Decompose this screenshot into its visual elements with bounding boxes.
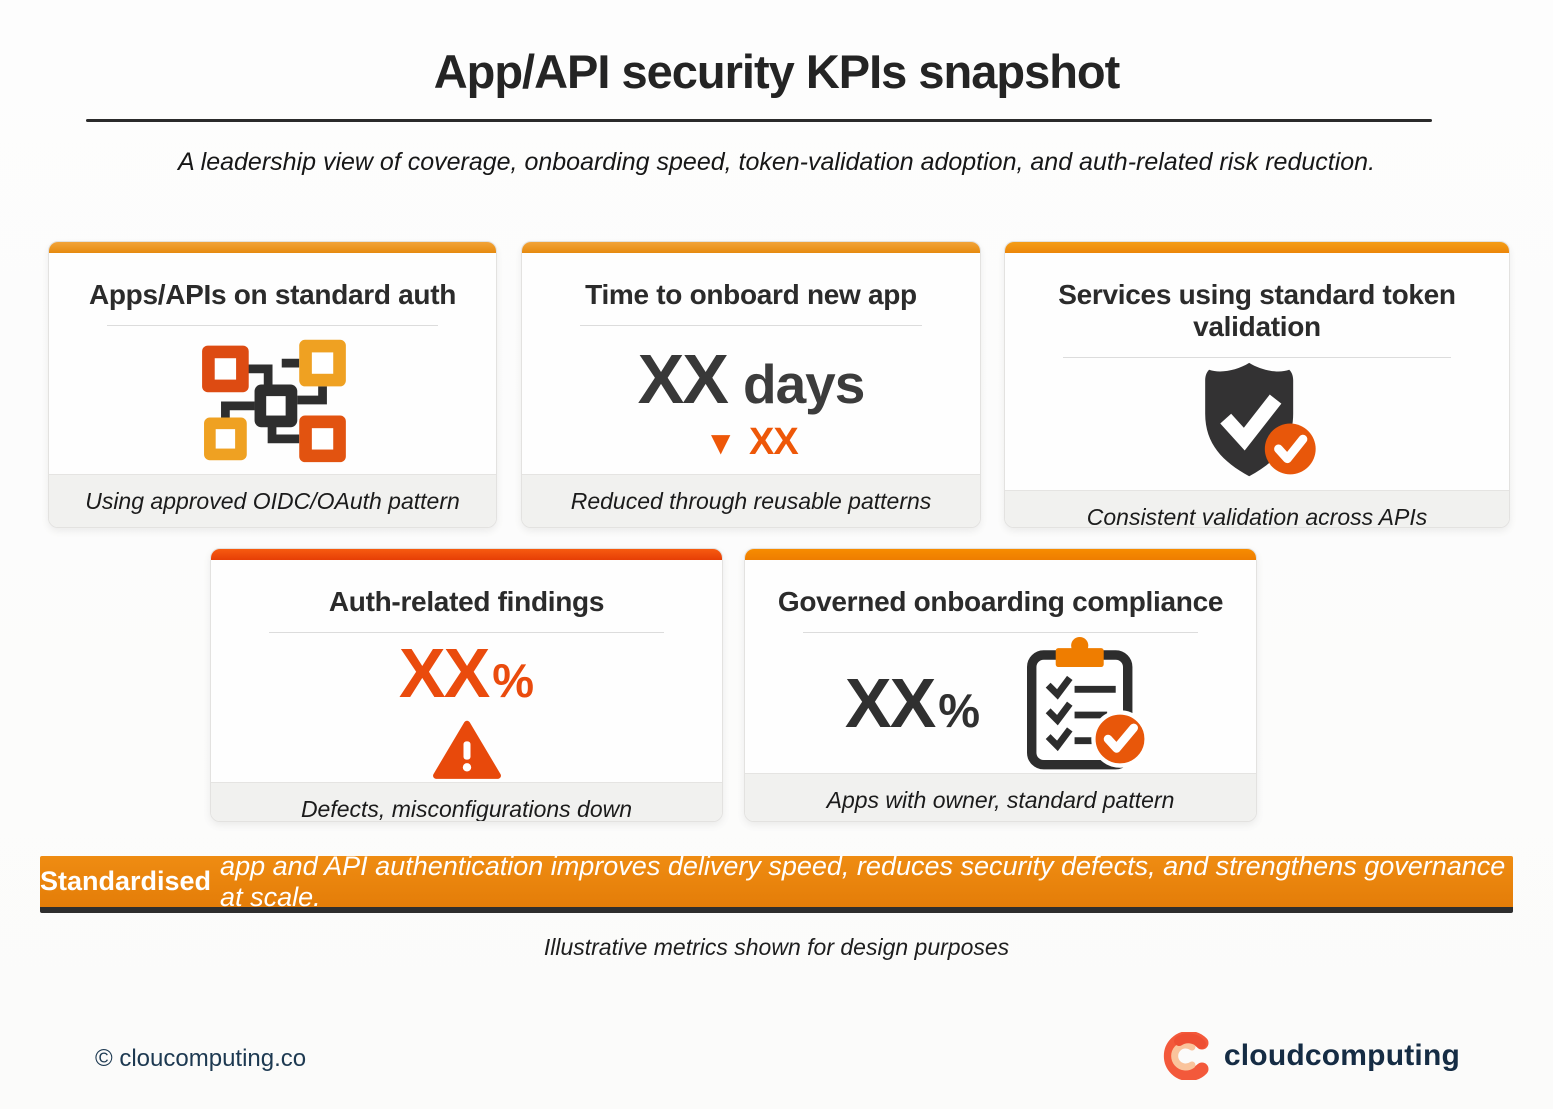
disclaimer-text: Illustrative metrics shown for design pu… <box>543 934 1010 960</box>
banner-text: app and API authentication improves deli… <box>220 850 1506 912</box>
network-nodes-icon <box>189 332 357 468</box>
card-footnote: Reduced through reusable patterns <box>522 474 980 527</box>
card-title: Time to onboard new app <box>585 279 917 310</box>
card-body: XX days ▼ XX <box>522 326 980 474</box>
kpi-card-auth-findings: Auth-related findings XX % Defects, misc… <box>210 548 723 822</box>
clipboard-check-icon <box>1006 633 1156 773</box>
banner-lead: Standardised <box>40 866 212 896</box>
card-separator <box>803 632 1198 633</box>
kpi-card-token-validation: Services using standard token validation… <box>1004 241 1510 528</box>
card-accent-bar <box>49 242 496 253</box>
card-accent-bar <box>522 242 980 253</box>
delta-value: XX <box>748 421 799 463</box>
title-divider <box>86 119 1432 122</box>
brand-c-icon <box>1163 1032 1211 1080</box>
warning-triangle-icon <box>431 719 503 782</box>
metric-unit: % <box>492 654 535 707</box>
metric-value: XX <box>637 340 729 418</box>
copyright-text: © cloucomputing.co <box>95 1045 307 1072</box>
metric-delta: ▼ XX <box>704 421 799 463</box>
metric-percent: XX % <box>845 663 980 743</box>
card-footnote: Using approved OIDC/OAuth pattern <box>49 474 496 527</box>
card-body <box>49 326 496 474</box>
metric-value: XX <box>844 664 936 742</box>
page-subtitle: A leadership view of coverage, onboardin… <box>177 148 1376 176</box>
card-footnote: Defects, misconfigurations down <box>211 782 722 821</box>
metric-days: XX days <box>637 339 866 419</box>
card-separator <box>107 325 438 326</box>
metric-percent: XX % <box>399 633 534 713</box>
metric-value: XX <box>398 634 490 712</box>
page-title: App/API security KPIs snapshot <box>433 45 1121 98</box>
card-accent-bar <box>211 549 722 560</box>
card-title: Apps/APIs on standard auth <box>88 279 457 310</box>
card-title: Auth-related findings <box>328 586 605 617</box>
card-title: Services using standard token validation <box>1058 279 1456 342</box>
kpi-card-onboard-time: Time to onboard new app XX days ▼ XX Red… <box>521 241 981 528</box>
kpi-card-governed-compliance: Governed onboarding compliance XX % <box>744 548 1257 822</box>
kpi-card-standard-auth: Apps/APIs on standard auth <box>48 241 497 528</box>
summary-banner: Standardised app and API authentication … <box>40 851 1513 913</box>
card-body <box>1005 358 1509 490</box>
card-separator <box>1063 357 1451 358</box>
card-footnote: Apps with owner, standard pattern <box>745 773 1256 821</box>
card-accent-bar <box>1005 242 1509 253</box>
compliance-metric-row: XX % <box>845 633 1156 773</box>
metric-unit: % <box>938 684 981 737</box>
card-body: XX % <box>211 633 722 782</box>
brand-name: cloudcomputing <box>1223 1039 1460 1072</box>
card-footnote: Consistent validation across APIs <box>1005 490 1509 527</box>
card-separator <box>269 632 664 633</box>
down-triangle-icon: ▼ <box>704 423 737 461</box>
card-title: Governed onboarding compliance <box>777 586 1224 617</box>
shield-check-icon <box>1187 358 1327 490</box>
metric-unit: days <box>743 353 865 415</box>
brand-logo: cloudcomputing <box>1163 1032 1460 1080</box>
card-separator <box>580 325 922 326</box>
card-body: XX % <box>745 633 1256 773</box>
card-accent-bar <box>745 549 1256 560</box>
